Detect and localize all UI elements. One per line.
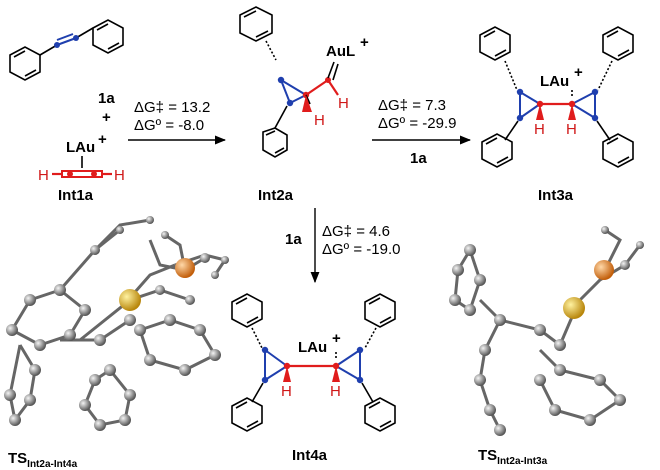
step3-dg-ts: ΔG‡ = 4.6 bbox=[322, 223, 390, 240]
int3a-metal-label: LAu bbox=[540, 73, 569, 90]
ts-right-3d-model bbox=[449, 226, 644, 436]
step1-dg-0: ΔGº = -8.0 bbox=[134, 117, 204, 134]
int4a-label: Int4a bbox=[292, 447, 328, 464]
int3a-structure bbox=[479, 26, 634, 168]
ts-left-3d-model bbox=[4, 216, 229, 431]
int1a-label: Int1a bbox=[58, 187, 94, 204]
int1a-charge: + bbox=[98, 131, 107, 148]
step2-dg-0: ΔGº = -29.9 bbox=[378, 115, 456, 132]
step2-reagent: 1a bbox=[410, 150, 427, 167]
step2-dg-ts: ΔG‡ = 7.3 bbox=[378, 97, 446, 114]
int2a-metal-label: AuL bbox=[326, 43, 355, 60]
int1a-structure: LAu + H H bbox=[38, 131, 125, 184]
int3a-h-left: H bbox=[534, 121, 545, 138]
int4a-h-left: H bbox=[281, 383, 292, 400]
int3a-label: Int3a bbox=[538, 187, 574, 204]
plus-sign: + bbox=[102, 109, 111, 126]
int4a-h-right: H bbox=[330, 383, 341, 400]
int2a-label: Int2a bbox=[258, 187, 294, 204]
int4a-metal-label: LAu bbox=[298, 339, 327, 356]
step3-dg-0: ΔGº = -19.0 bbox=[322, 241, 400, 258]
int2a-charge: + bbox=[360, 34, 369, 51]
ts-left-label: TSInt2a-Int4a bbox=[8, 450, 78, 470]
int2a-h-bottom: H bbox=[314, 112, 325, 129]
compound-1a-structure bbox=[9, 19, 124, 81]
int1a-h-right: H bbox=[114, 167, 125, 184]
int4a-structure bbox=[231, 293, 396, 432]
compound-1a-label: 1a bbox=[98, 90, 115, 107]
int2a-structure bbox=[239, 6, 339, 158]
step1-dg-ts: ΔG‡ = 13.2 bbox=[134, 99, 210, 116]
int4a-charge: + bbox=[332, 330, 341, 347]
int3a-charge: + bbox=[574, 64, 583, 81]
int1a-h-left: H bbox=[38, 167, 49, 184]
ts-right-label: TSInt2a-Int3a bbox=[478, 447, 548, 467]
int2a-h-right: H bbox=[338, 95, 349, 112]
int3a-h-right: H bbox=[566, 121, 577, 138]
int1a-metal-label: LAu bbox=[66, 139, 95, 156]
step3-reagent: 1a bbox=[285, 231, 302, 248]
